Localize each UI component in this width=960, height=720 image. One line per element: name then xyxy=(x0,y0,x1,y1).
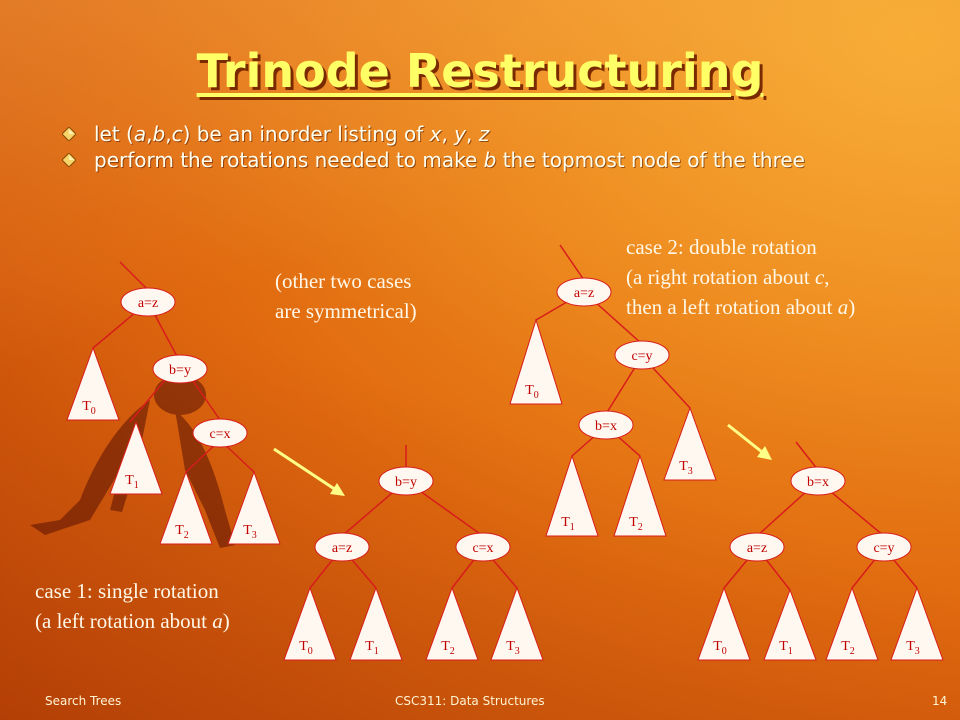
subtree-t2: T2 xyxy=(425,586,479,661)
node-label: c=y xyxy=(873,541,894,556)
node-label: a=z xyxy=(138,296,158,311)
tree-node-by: b=y xyxy=(152,354,208,384)
tree-node-az: a=z xyxy=(556,277,612,307)
node-label: c=x xyxy=(209,427,230,442)
case1-note: case 1: single rotation (a left rotation… xyxy=(35,576,230,636)
bullet-item: perform the rotations needed to make b t… xyxy=(62,149,922,172)
tree-node-az: a=z xyxy=(314,532,370,562)
node-label: a=z xyxy=(332,541,352,556)
note-line: case 2: double rotation xyxy=(626,235,817,259)
tree-node-cy: c=y xyxy=(614,340,670,370)
footer-center: CSC311: Data Structures xyxy=(395,694,545,708)
arrow-icon xyxy=(727,423,772,460)
node-label: b=y xyxy=(169,363,191,378)
node-label: b=y xyxy=(395,475,417,490)
note-line: then a left rotation about a) xyxy=(626,295,856,319)
tree-node-bx: b=x xyxy=(790,466,846,496)
bullet-text: perform the rotations needed to make b t… xyxy=(94,148,805,172)
diamond-bullet-icon xyxy=(62,127,76,141)
tree-edge xyxy=(119,261,149,291)
note-line: (a right rotation about c, xyxy=(626,265,830,289)
tree-edge xyxy=(559,244,585,281)
node-label: b=x xyxy=(807,475,829,490)
node-label: a=z xyxy=(747,541,767,556)
bullet-list: let (a,b,c) be an inorder listing of x, … xyxy=(62,123,922,175)
subtree-t1: T1 xyxy=(545,454,599,537)
node-label: a=z xyxy=(574,286,594,301)
node-label: b=x xyxy=(595,419,617,434)
tree-node-cx: c=x xyxy=(192,418,248,448)
tree-node-az: a=z xyxy=(120,287,176,317)
bullet-item: let (a,b,c) be an inorder listing of x, … xyxy=(62,123,922,146)
subtree-t0: T0 xyxy=(697,586,751,661)
arrow-icon xyxy=(273,447,345,496)
case2-note: case 2: double rotation (a right rotatio… xyxy=(626,232,855,322)
diamond-bullet-icon xyxy=(62,153,76,167)
tree-node-cy: c=y xyxy=(856,532,912,562)
footer-left: Search Trees xyxy=(45,694,122,708)
subtree-t3: T3 xyxy=(227,470,281,545)
tree-node-cx: c=x xyxy=(455,532,511,562)
tree-node-az: a=z xyxy=(729,532,785,562)
slide-title: Trinode Restructuring xyxy=(196,44,764,98)
tree-node-by: b=y xyxy=(378,466,434,496)
note-line: (a left rotation about a) xyxy=(35,609,230,633)
node-label: c=x xyxy=(472,541,493,556)
subtree-t0: T0 xyxy=(283,586,337,661)
subtree-t3: T3 xyxy=(663,406,717,481)
tree-edge xyxy=(795,441,819,471)
subtree-t1: T1 xyxy=(349,586,403,661)
subtree-t3: T3 xyxy=(490,586,544,661)
footer-page-number: 14 xyxy=(932,694,948,708)
symmetric-note: (other two cases are symmetrical) xyxy=(275,266,417,326)
subtree-t0: T0 xyxy=(66,346,120,421)
note-line: (other two cases xyxy=(275,269,412,293)
tree-node-bx: b=x xyxy=(578,410,634,440)
note-line: case 1: single rotation xyxy=(35,579,219,603)
subtree-t2: T2 xyxy=(613,454,667,537)
node-label: c=y xyxy=(631,349,652,364)
subtree-t2: T2 xyxy=(159,470,213,545)
note-line: are symmetrical) xyxy=(275,299,417,323)
subtree-t0: T0 xyxy=(509,318,563,405)
subtree-t1: T1 xyxy=(109,420,163,495)
subtree-t2: T2 xyxy=(825,586,879,661)
bullet-text: let (a,b,c) be an inorder listing of x, … xyxy=(94,122,490,146)
subtree-t3: T3 xyxy=(890,586,944,661)
subtree-t1: T1 xyxy=(763,588,817,661)
